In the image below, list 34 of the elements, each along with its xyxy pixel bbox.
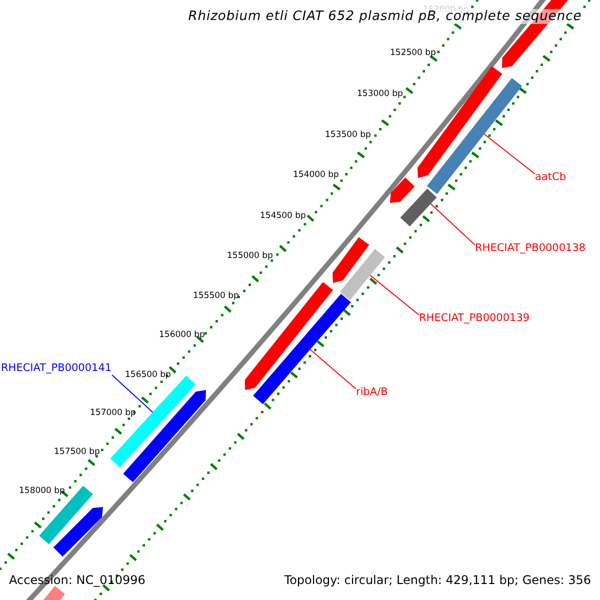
gene-feature <box>417 66 502 178</box>
gene-feature <box>244 282 334 390</box>
leader-line <box>370 274 420 316</box>
position-label: 157000 bp <box>90 409 136 418</box>
leader-line <box>112 374 154 413</box>
gene-bar <box>253 294 351 404</box>
position-label: 157500 bp <box>54 448 100 458</box>
position-label: 153500 bp <box>325 131 371 140</box>
leader-line <box>430 203 476 246</box>
gene-label: ribA/B <box>356 387 388 399</box>
gene-feature <box>390 178 415 203</box>
position-label: 154500 bp <box>260 212 306 222</box>
position-label: 153000 bp <box>357 90 403 100</box>
gene-label: aatCb <box>535 172 566 184</box>
summary-text: Topology: circular; Length: 429,111 bp; Genes: 356 <box>284 574 591 588</box>
position-label: 154000 bp <box>293 171 339 180</box>
gene-bar <box>400 188 437 226</box>
position-label: 156500 bp <box>125 371 171 380</box>
gene-feature <box>123 390 206 482</box>
gene-bar <box>426 78 522 194</box>
gene-label: RHECIAT_PB0000139 <box>419 313 530 325</box>
position-label: 155500 bp <box>193 292 239 302</box>
gene-label: RHECIAT_PB0000141 <box>1 363 112 375</box>
accession-text: Accession: NC_010996 <box>9 574 146 588</box>
gene-label: RHECIAT_PB0000138 <box>475 243 586 255</box>
gene-feature <box>53 507 103 557</box>
leader-line <box>484 134 536 174</box>
gene-bar <box>340 248 386 300</box>
gene-feature <box>332 237 370 283</box>
position-label: 152500 bp <box>390 49 436 58</box>
position-label: 158000 bp <box>19 487 65 496</box>
position-label: 155000 bp <box>227 252 273 262</box>
leader-line <box>310 348 356 390</box>
position-label: 156000 bp <box>159 331 205 340</box>
